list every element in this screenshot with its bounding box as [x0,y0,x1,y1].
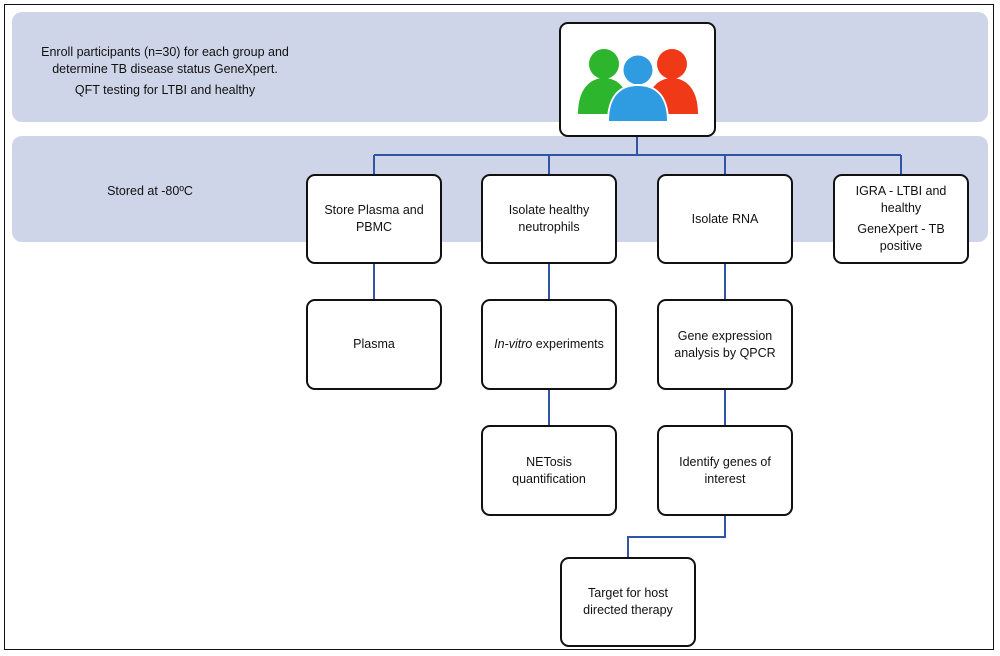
identify-genes-line-1: Identify genes of [679,454,771,469]
igra-line-3: GeneXpert - TB [857,222,945,236]
isolate-neutrophils-box: Isolate healthy neutrophils [481,174,617,264]
isolate-rna-box: Isolate RNA [657,174,793,264]
igra-line-4: positive [879,238,923,253]
in-vitro-label: In-vitro experiments [494,336,604,353]
isolate-rna-label: Isolate RNA [691,211,759,226]
store-plasma-line-1: Store Plasma and [324,203,424,218]
participants-icon-box [559,22,716,137]
diagram-frame [4,4,994,650]
gene-expression-line-1: Gene expression [677,328,773,343]
identify-genes-box: Identify genes of interest [657,425,793,516]
in-vitro-rest: experiments [532,337,604,352]
store-plasma-line-2: PBMC [355,220,393,234]
plasma-label: Plasma [353,337,395,352]
connector-identify-target [627,515,726,558]
igra-line-1: IGRA - LTBI and [855,184,947,199]
gene-expression-line-2: analysis by QPCR [674,345,776,360]
igra-genexpert-box: IGRA - LTBI and healthy GeneXpert - TB p… [833,174,969,264]
people-group-icon [577,48,698,122]
igra-line-2: healthy [880,201,922,216]
target-line-1: Target for host [588,586,668,601]
store-plasma-pbmc-box: Store Plasma and PBMC [306,174,442,264]
netosis-label: NETosis quantification [512,454,586,486]
enrollment-text: Enroll participants (n=30) for each grou… [20,44,310,99]
netosis-box: NETosis quantification [481,425,617,516]
enrollment-line-1: Enroll participants (n=30) for each grou… [41,45,289,59]
enrollment-line-3: QFT testing for LTBI and healthy [74,82,256,97]
storage-text: Stored at -80ºC [60,183,240,200]
isolate-neutrophils-line-2: neutrophils [518,220,580,234]
target-line-2: directed therapy [583,603,673,617]
in-vitro-experiments-box: In-vitro experiments [481,299,617,390]
storage-label: Stored at -80ºC [107,184,193,198]
isolate-neutrophils-line-1: Isolate healthy [508,203,590,218]
enrollment-line-2: determine TB disease status GeneXpert. [52,61,278,76]
target-therapy-box: Target for host directed therapy [560,557,696,647]
in-vitro-italic: In-vitro [494,337,533,352]
plasma-box: Plasma [306,299,442,390]
identify-genes-line-2: interest [704,471,746,486]
gene-expression-box: Gene expression analysis by QPCR [657,299,793,390]
enrollment-band [12,12,988,122]
